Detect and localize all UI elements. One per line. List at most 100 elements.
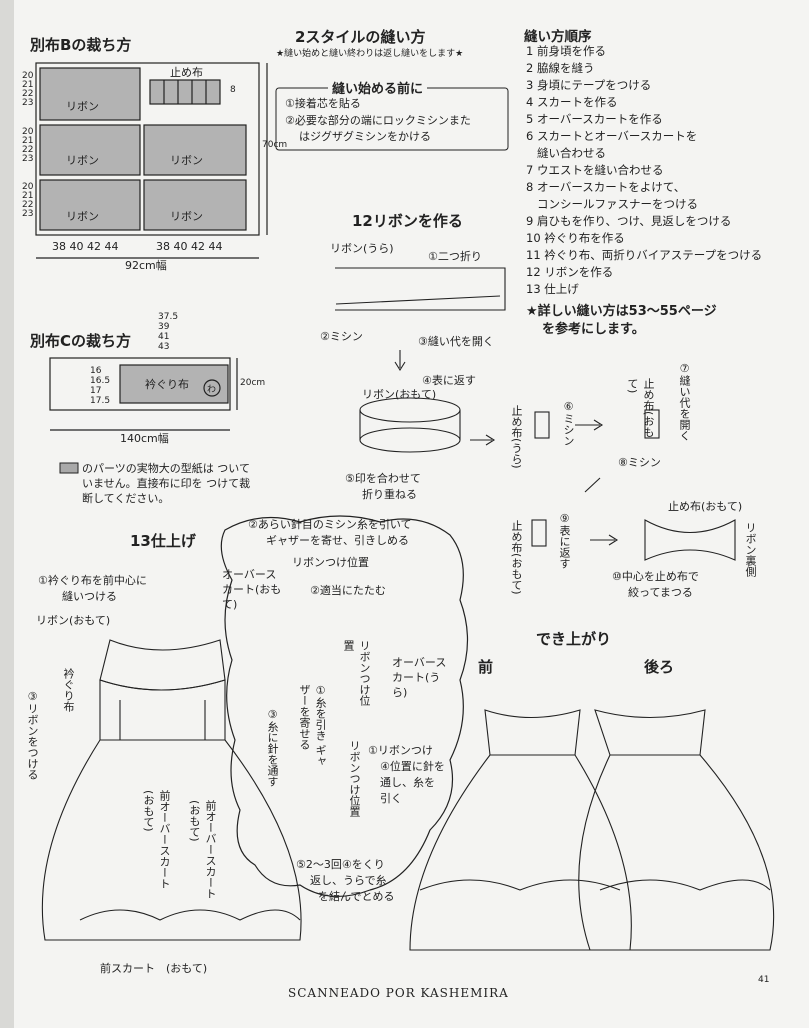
order-step: 3 身頃にテープをつける (526, 78, 652, 92)
needle4-b-label: ④位置に針を (380, 760, 445, 773)
finish-ribbon-front: リボン(おもて) (36, 614, 111, 627)
order-step: 9 肩ひもを作り、つけ、見返しをつける (526, 214, 732, 228)
before-sewing-title: 縫い始める前に (328, 78, 428, 97)
order-step: コンシールファスナーをつける (526, 197, 698, 211)
turn-label: ④表に返す (422, 374, 476, 387)
order-step: 1 前身頃を作る (526, 44, 606, 58)
finish-step1b: 縫いつける (62, 590, 117, 603)
order-step: 6 スカートとオーバースカートを (526, 129, 698, 143)
sew6-label: ⑥ミシン (562, 400, 575, 446)
ribbon-back-side-label: リボン裏側 (744, 522, 757, 577)
sizes-left: 38 40 42 44 (52, 240, 119, 253)
width-140: 140cm幅 (120, 432, 169, 445)
pattern-note: のパーツの実物大の型紙は ついていません。直接布に印を つけて裁断してください。 (82, 462, 251, 505)
needle4-a: ①リボンつけ (368, 744, 433, 757)
fold-label: ①二つ折り (428, 250, 482, 263)
before-item-3: はジグザグミシンをかける (299, 130, 431, 143)
front-over-skirt-1: 前オーバースカート(おもて) (142, 790, 171, 889)
order-step: 13 仕上げ (526, 282, 579, 296)
ribbon-pos-2: リボンつけ位置 (342, 640, 371, 706)
before-item-1: ①接着芯を貼る (285, 97, 361, 110)
ribbon-label-3: リボン (170, 154, 203, 167)
order-step: 8 オーバースカートをよけて、 (526, 180, 686, 194)
sizes-right: 38 40 42 44 (156, 240, 223, 253)
gather-step2b: ギャザーを寄せ、引きしめる (266, 534, 409, 547)
result-back: 後ろ (644, 658, 675, 676)
finish-attach-ribbon: ③リボンをつける (26, 690, 39, 780)
needle4-d-label: 引く (380, 792, 402, 805)
ribbon-back-label: リボン(うら) (330, 242, 394, 255)
stopper-front-label-1: 止め布(おもて) (510, 520, 523, 595)
ribbon-front-label: リボン(おもて) (362, 388, 437, 401)
over-skirt-back: オーバースカート(うら) (392, 656, 447, 699)
ribbon-label-2: リボン (66, 154, 99, 167)
tie-label: 絞ってまつる (628, 586, 693, 599)
open7-label: ⑦縫い代を開く (678, 362, 691, 441)
front-skirt-label: 前スカート (おもて) (100, 962, 208, 975)
order-step: 7 ウエストを縫い合わせる (526, 163, 664, 177)
collar-label: 衿ぐり布 (145, 378, 189, 391)
open-label: ③縫い代を開く (418, 335, 494, 348)
wa-label: わ (207, 385, 217, 395)
order-step: 縫い合わせる (526, 146, 606, 160)
order-step: 10 衿ぐり布を作る (526, 231, 625, 245)
order-step: 12 リボンを作る (526, 265, 614, 279)
order-title: 縫い方順序 (524, 29, 592, 45)
result-front: 前 (478, 658, 494, 676)
scan-credit: SCANNEADO POR KASHEMIRA (288, 986, 509, 1000)
pull-gather: ①糸を引き ギャザーを寄せる (298, 684, 327, 767)
order-step: 11 衿ぐり布、両折りバイアステープをつける (526, 248, 763, 262)
over-skirt-front: オーバースカート(おもて) (222, 568, 282, 611)
order-step: 5 オーバースカートを作る (526, 112, 663, 126)
match-label: ⑤印を合わせて (345, 472, 421, 485)
ribbon-pos-1: リボンつけ位置 (292, 556, 369, 569)
turn9-label: ⑨表に返す (558, 512, 571, 569)
needle-thread: ③糸に針を通す (266, 708, 279, 787)
ribbon-label-5: リボン (170, 210, 203, 223)
stopper-back2-label: 止め布(おもて) (626, 378, 655, 438)
dim-8: 8 (230, 85, 236, 95)
result-title: でき上がり (536, 630, 612, 648)
reference-line-1: ★詳しい縫い方は53〜55ページ (526, 304, 717, 319)
order-steps: 1 前身頃を作る 2 脇線を縫う 3 身頃にテープをつける 4 スカートを作る … (526, 43, 762, 298)
center-label: ⑩中心を止め布で (612, 570, 699, 583)
sew-label: ②ミシン (320, 330, 363, 343)
reference-line-2: を参考にします。 (542, 322, 645, 337)
page-number: 41 (758, 975, 770, 985)
repeat-d: を結んでとめる (318, 890, 395, 903)
finish-collar: 衿ぐり布 (62, 668, 75, 712)
two-style-title: 2スタイルの縫い方 (295, 28, 426, 46)
ribbon-pos-3: リボンつけ位置 (348, 740, 361, 817)
finish-step1a: ①衿ぐり布を前中心に (38, 574, 147, 587)
before-item-2: ②必要な部分の端にロックミシンまた (285, 114, 471, 127)
order-step: 2 脇線を縫う (526, 61, 595, 75)
finish-title: 13仕上げ (130, 532, 196, 550)
needle4-c-label: 通し、糸を (380, 776, 435, 789)
dim-20: 20cm (240, 378, 266, 388)
front-over-skirt-2: 前オーバースカート(おもて) (188, 800, 217, 899)
dim-70: 70cm (262, 140, 288, 150)
stopper-back-label: 止め布(うら) (510, 405, 523, 469)
cut-b-title: 別布Bの裁ち方 (30, 36, 132, 54)
ribbon-section-title: 12リボンを作る (352, 212, 463, 230)
ribbon-label-1: リボン (66, 100, 99, 113)
fold-stack-label: 折り重ねる (362, 488, 417, 501)
cut-c-title: 別布Cの裁ち方 (30, 332, 132, 350)
order-step: 4 スカートを作る (526, 95, 618, 109)
ribbon-label-4: リボン (66, 210, 99, 223)
fold-adjust: ②適当にたたむ (310, 584, 386, 597)
sew8-label: ⑧ミシン (618, 456, 661, 469)
repeat-c: 返し、うらで糸 (310, 874, 387, 887)
gather-step2a: ②あらい針目のミシン糸を引いて (248, 518, 412, 531)
two-style-subtitle: ★縫い始めと縫い終わりは返し縫いをします★ (276, 49, 464, 59)
repeat-a: ⑤2〜3回④をくり (296, 858, 385, 871)
stopper-label: 止め布 (170, 66, 203, 79)
stopper-front-label-2: 止め布(おもて) (668, 500, 743, 513)
width-92: 92cm幅 (125, 259, 167, 272)
